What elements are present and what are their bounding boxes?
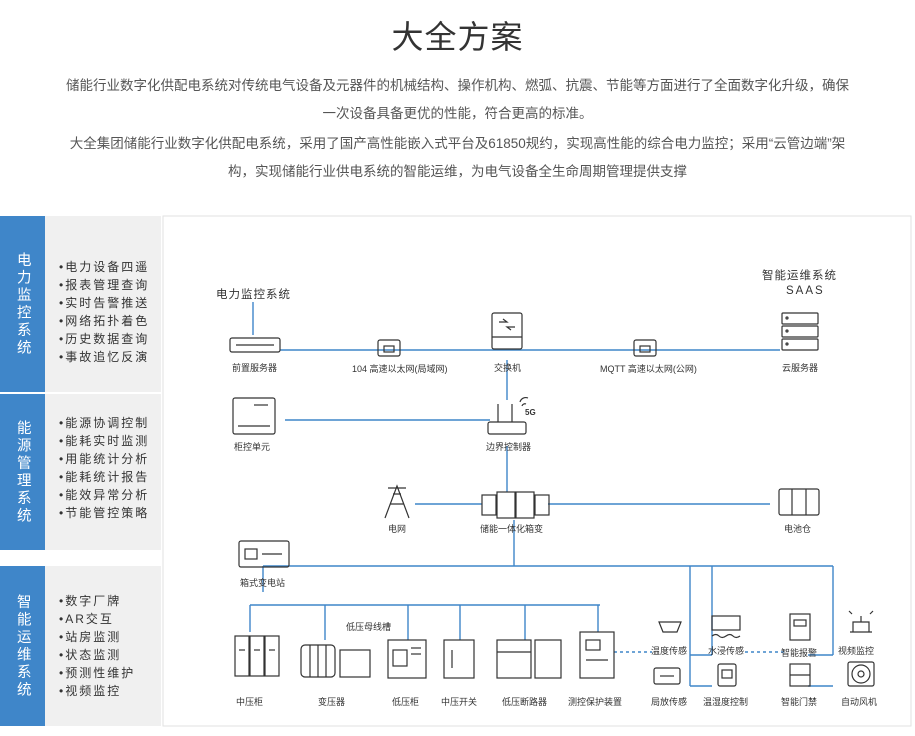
ethernet-icon [633,339,657,357]
grid-tower-icon [384,484,410,519]
switch-icon [491,312,523,350]
storage-box-icon [481,491,550,519]
protection-device-label: 测控保护装置 [568,697,623,707]
list-item: •能源协调控制 [59,416,150,430]
list-item: •站房监测 [59,630,122,644]
list-item: •预测性维护 [59,666,136,680]
busbar-label: 低压母线槽 [346,622,392,632]
list-item: •实时告警推送 [59,296,150,310]
ethernet-icon [377,339,401,357]
cloud-server-label: 云服务器 [782,363,819,373]
mqtt-label: MQTT 高速以太网(公网) [600,364,697,374]
lv-cabinet-label: 低压柜 [392,697,420,707]
list-item: •能耗统计报告 [59,470,150,484]
sidebar-power-monitor-list: •电力设备四遥 •报表管理查询 •实时告警推送 •网络拓扑着色 •历史数据查询 … [45,216,161,392]
saas-label: SAAS [786,285,825,297]
list-item: •节能管控策略 [59,506,150,520]
cloud-server-icon [781,312,819,351]
pd-sensor-icon [653,667,681,685]
list-item: •数字厂牌 [59,594,122,608]
sidebar-smart-ops-list: •数字厂牌 •AR交互 •站房监测 •状态监测 •预测性维护 •视频监控 [45,566,161,726]
battery-icon [778,488,820,516]
lan-104-label: 104 高速以太网(局域网) [352,364,448,374]
box-substation-label: 箱式变电站 [240,578,286,588]
battery-label: 电池仓 [784,524,812,534]
edge-controller-icon [487,396,529,435]
page-title: 大全方案 [391,19,524,55]
pd-sensor-label: 局放传感 [651,697,688,707]
list-item: •能效异常分析 [59,488,150,502]
sidebar-energy-mgmt-list: •能源协调控制 •能耗实时监测 •用能统计分析 •能耗统计报告 •能效异常分析 … [45,394,161,550]
temperature-sensor-icon [658,621,682,633]
protection-device-icon [579,631,615,679]
front-server-icon [229,337,281,353]
smart-alarm-icon [789,613,811,641]
list-item: •报表管理查询 [59,278,150,292]
intro-paragraph-1: 储能行业数字化供配电系统对传统电气设备及元器件的机械结构、操作机构、燃弧、抗震、… [66,78,849,121]
list-item: •能耗实时监测 [59,434,150,448]
sidebar-energy-mgmt-title: 能源管理系统 [0,394,45,550]
list-item: •历史数据查询 [59,332,150,346]
intro-paragraph-2: 大全集团储能行业数字化供配电系统，采用了国产高性能嵌入式平台及61850规约，实… [69,136,846,179]
list-item: •事故追忆反演 [59,350,150,364]
humidity-control-icon [717,663,737,687]
smart-alarm-label: 智能报警 [781,648,818,658]
list-item: •用能统计分析 [59,452,150,466]
video-monitor-icon [848,610,874,633]
mv-cabinet-icon [234,635,280,677]
sidebar-smart-ops-title: 智能运维系统 [0,566,45,726]
list-item: •电力设备四遥 [59,260,150,274]
lv-breaker-label: 低压断路器 [502,697,548,707]
list-item: •视频监控 [59,684,122,698]
smart-ops-label: 智能运维系统 [762,270,837,282]
auto-fan-icon [847,661,875,687]
water-sensor-label: 水浸传感 [708,646,745,656]
cabinet-unit-icon [232,397,276,435]
auto-fan-label: 自动风机 [841,697,878,707]
storage-box-label: 储能一体化箱变 [480,524,544,534]
power-monitor-label: 电力监控系统 [216,289,291,301]
mv-cabinet-label: 中压柜 [236,697,264,707]
front-server-label: 前置服务器 [232,363,278,373]
edge-controller-label: 边界控制器 [486,442,532,452]
water-sensor-icon [711,615,741,639]
box-substation-icon [238,540,290,568]
smart-door-label: 智能门禁 [781,697,818,707]
switch-label: 交换机 [494,363,522,373]
lv-breaker-icon [496,639,562,679]
temperature-sensor-label: 温度传感 [651,646,688,656]
video-monitor-label: 视频监控 [838,646,875,656]
cabinet-unit-label: 柜控单元 [234,442,271,452]
list-item: •状态监测 [59,648,122,662]
list-item: •网络拓扑着色 [59,314,150,328]
lv-cabinet-icon [387,639,427,679]
humidity-control-label: 温湿度控制 [703,697,749,707]
badge-5g: 5G [525,408,536,417]
smart-door-icon [789,663,811,687]
connection-lines [249,302,834,687]
grid-label: 电网 [388,524,407,534]
transformer-label: 变压器 [318,697,346,707]
transformer-icon [300,644,371,678]
mv-switch-label: 中压开关 [441,697,478,707]
list-item: •AR交互 [59,612,114,626]
mv-switch-icon [443,639,475,679]
device-icons [229,312,875,687]
sidebar-power-monitor-title: 电力监控系统 [0,216,45,392]
